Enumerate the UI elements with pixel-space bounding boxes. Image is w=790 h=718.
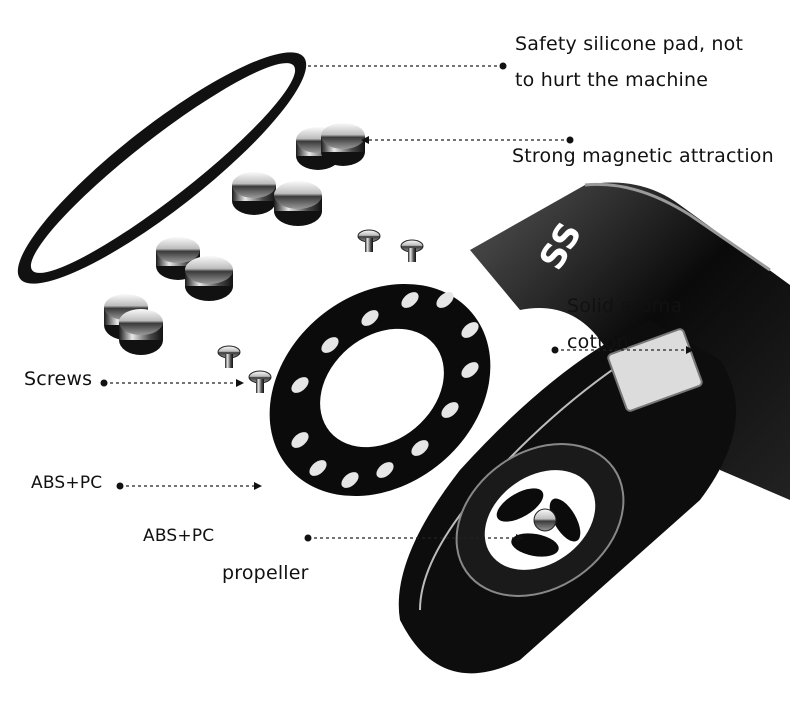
label-screws: Screws xyxy=(24,368,93,390)
magnet xyxy=(232,172,276,215)
magnet xyxy=(119,309,163,355)
magnet xyxy=(321,123,365,166)
label-abs-pc-frame: ABS+PC xyxy=(31,473,103,493)
screw xyxy=(400,239,424,262)
label-magnets: Strong magnetic attraction xyxy=(512,145,774,167)
label-aroma-cotton: Solid aroma xyxy=(567,295,683,317)
screw xyxy=(248,370,272,393)
screw xyxy=(357,229,381,252)
silicone-pad-ring xyxy=(17,52,307,284)
magnet-group xyxy=(104,123,365,355)
screw xyxy=(217,345,241,368)
label-aroma-cotton-line2: cotton xyxy=(567,331,629,353)
aroma-cotton-window xyxy=(607,328,703,412)
label-propeller: propeller xyxy=(222,562,309,584)
magnet xyxy=(274,181,322,226)
leader-dots xyxy=(100,62,574,542)
leader-lines xyxy=(104,65,690,539)
label-silicone-pad: Safety silicone pad, not xyxy=(515,33,744,55)
screw-group xyxy=(217,229,424,393)
label-abs-pc-propeller: ABS+PC xyxy=(143,526,215,546)
vent-holes xyxy=(291,292,479,488)
arrow-heads xyxy=(236,62,694,542)
label-silicone-pad-line2: to hurt the machine xyxy=(515,69,709,91)
propeller xyxy=(496,488,581,557)
mount-body: SS xyxy=(269,182,790,674)
magnet xyxy=(185,256,233,301)
